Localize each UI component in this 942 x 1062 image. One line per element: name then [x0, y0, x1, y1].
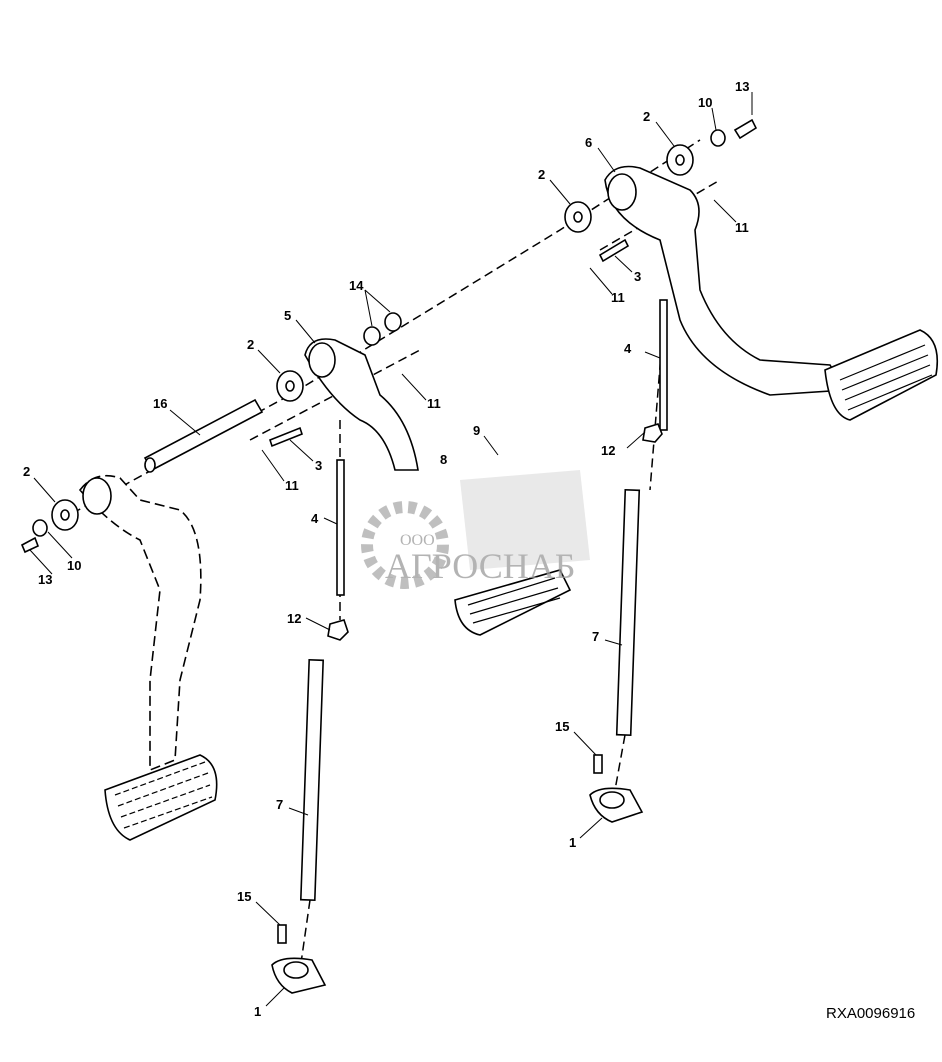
mounts	[271, 754, 644, 994]
callout: 4	[624, 341, 632, 356]
callout: 3	[634, 269, 641, 284]
callout: 12	[601, 443, 615, 458]
callout: 10	[67, 558, 81, 573]
callout: 12	[287, 611, 301, 626]
callout: 1	[254, 1004, 261, 1019]
callout: 2	[23, 464, 30, 479]
callout: 3	[315, 458, 322, 473]
callout: 16	[153, 396, 167, 411]
callout: 15	[237, 889, 251, 904]
callout: 11	[285, 478, 299, 493]
callout: 14	[349, 278, 364, 293]
callout: 13	[38, 572, 52, 587]
watermark-logo: ООО АГРОСНАБ	[361, 470, 590, 589]
watermark-name: АГРОСНАБ	[385, 546, 575, 586]
reference-code: RXA0096916	[826, 1005, 915, 1022]
callout: 2	[643, 109, 650, 124]
center-pedal-arm	[304, 338, 572, 636]
callout: 11	[611, 290, 625, 305]
callout: 5	[284, 308, 291, 323]
callouts: 13 10 2 6 2 11 3 11 14 5 2 11 16 3 11 9 …	[23, 79, 749, 1019]
leader-lines	[29, 92, 753, 1007]
callout: 11	[735, 220, 749, 235]
callout: 2	[247, 337, 254, 352]
callout: 13	[735, 79, 749, 94]
callout: 8	[440, 452, 447, 467]
right-pedal-arm	[604, 165, 939, 421]
callout: 6	[585, 135, 592, 150]
callout: 7	[276, 797, 283, 812]
callout: 10	[698, 95, 712, 110]
callout: 11	[427, 396, 441, 411]
bushings	[20, 118, 758, 554]
watermark-prefix: ООО	[400, 532, 435, 549]
callout: 1	[569, 835, 576, 850]
left-pedal-arm	[78, 474, 218, 841]
callout: 7	[592, 629, 599, 644]
callout: 4	[311, 511, 319, 526]
rods	[299, 299, 668, 901]
callout: 15	[555, 719, 569, 734]
shafts	[143, 238, 630, 473]
callout: 2	[538, 167, 545, 182]
callout: 9	[473, 423, 480, 438]
